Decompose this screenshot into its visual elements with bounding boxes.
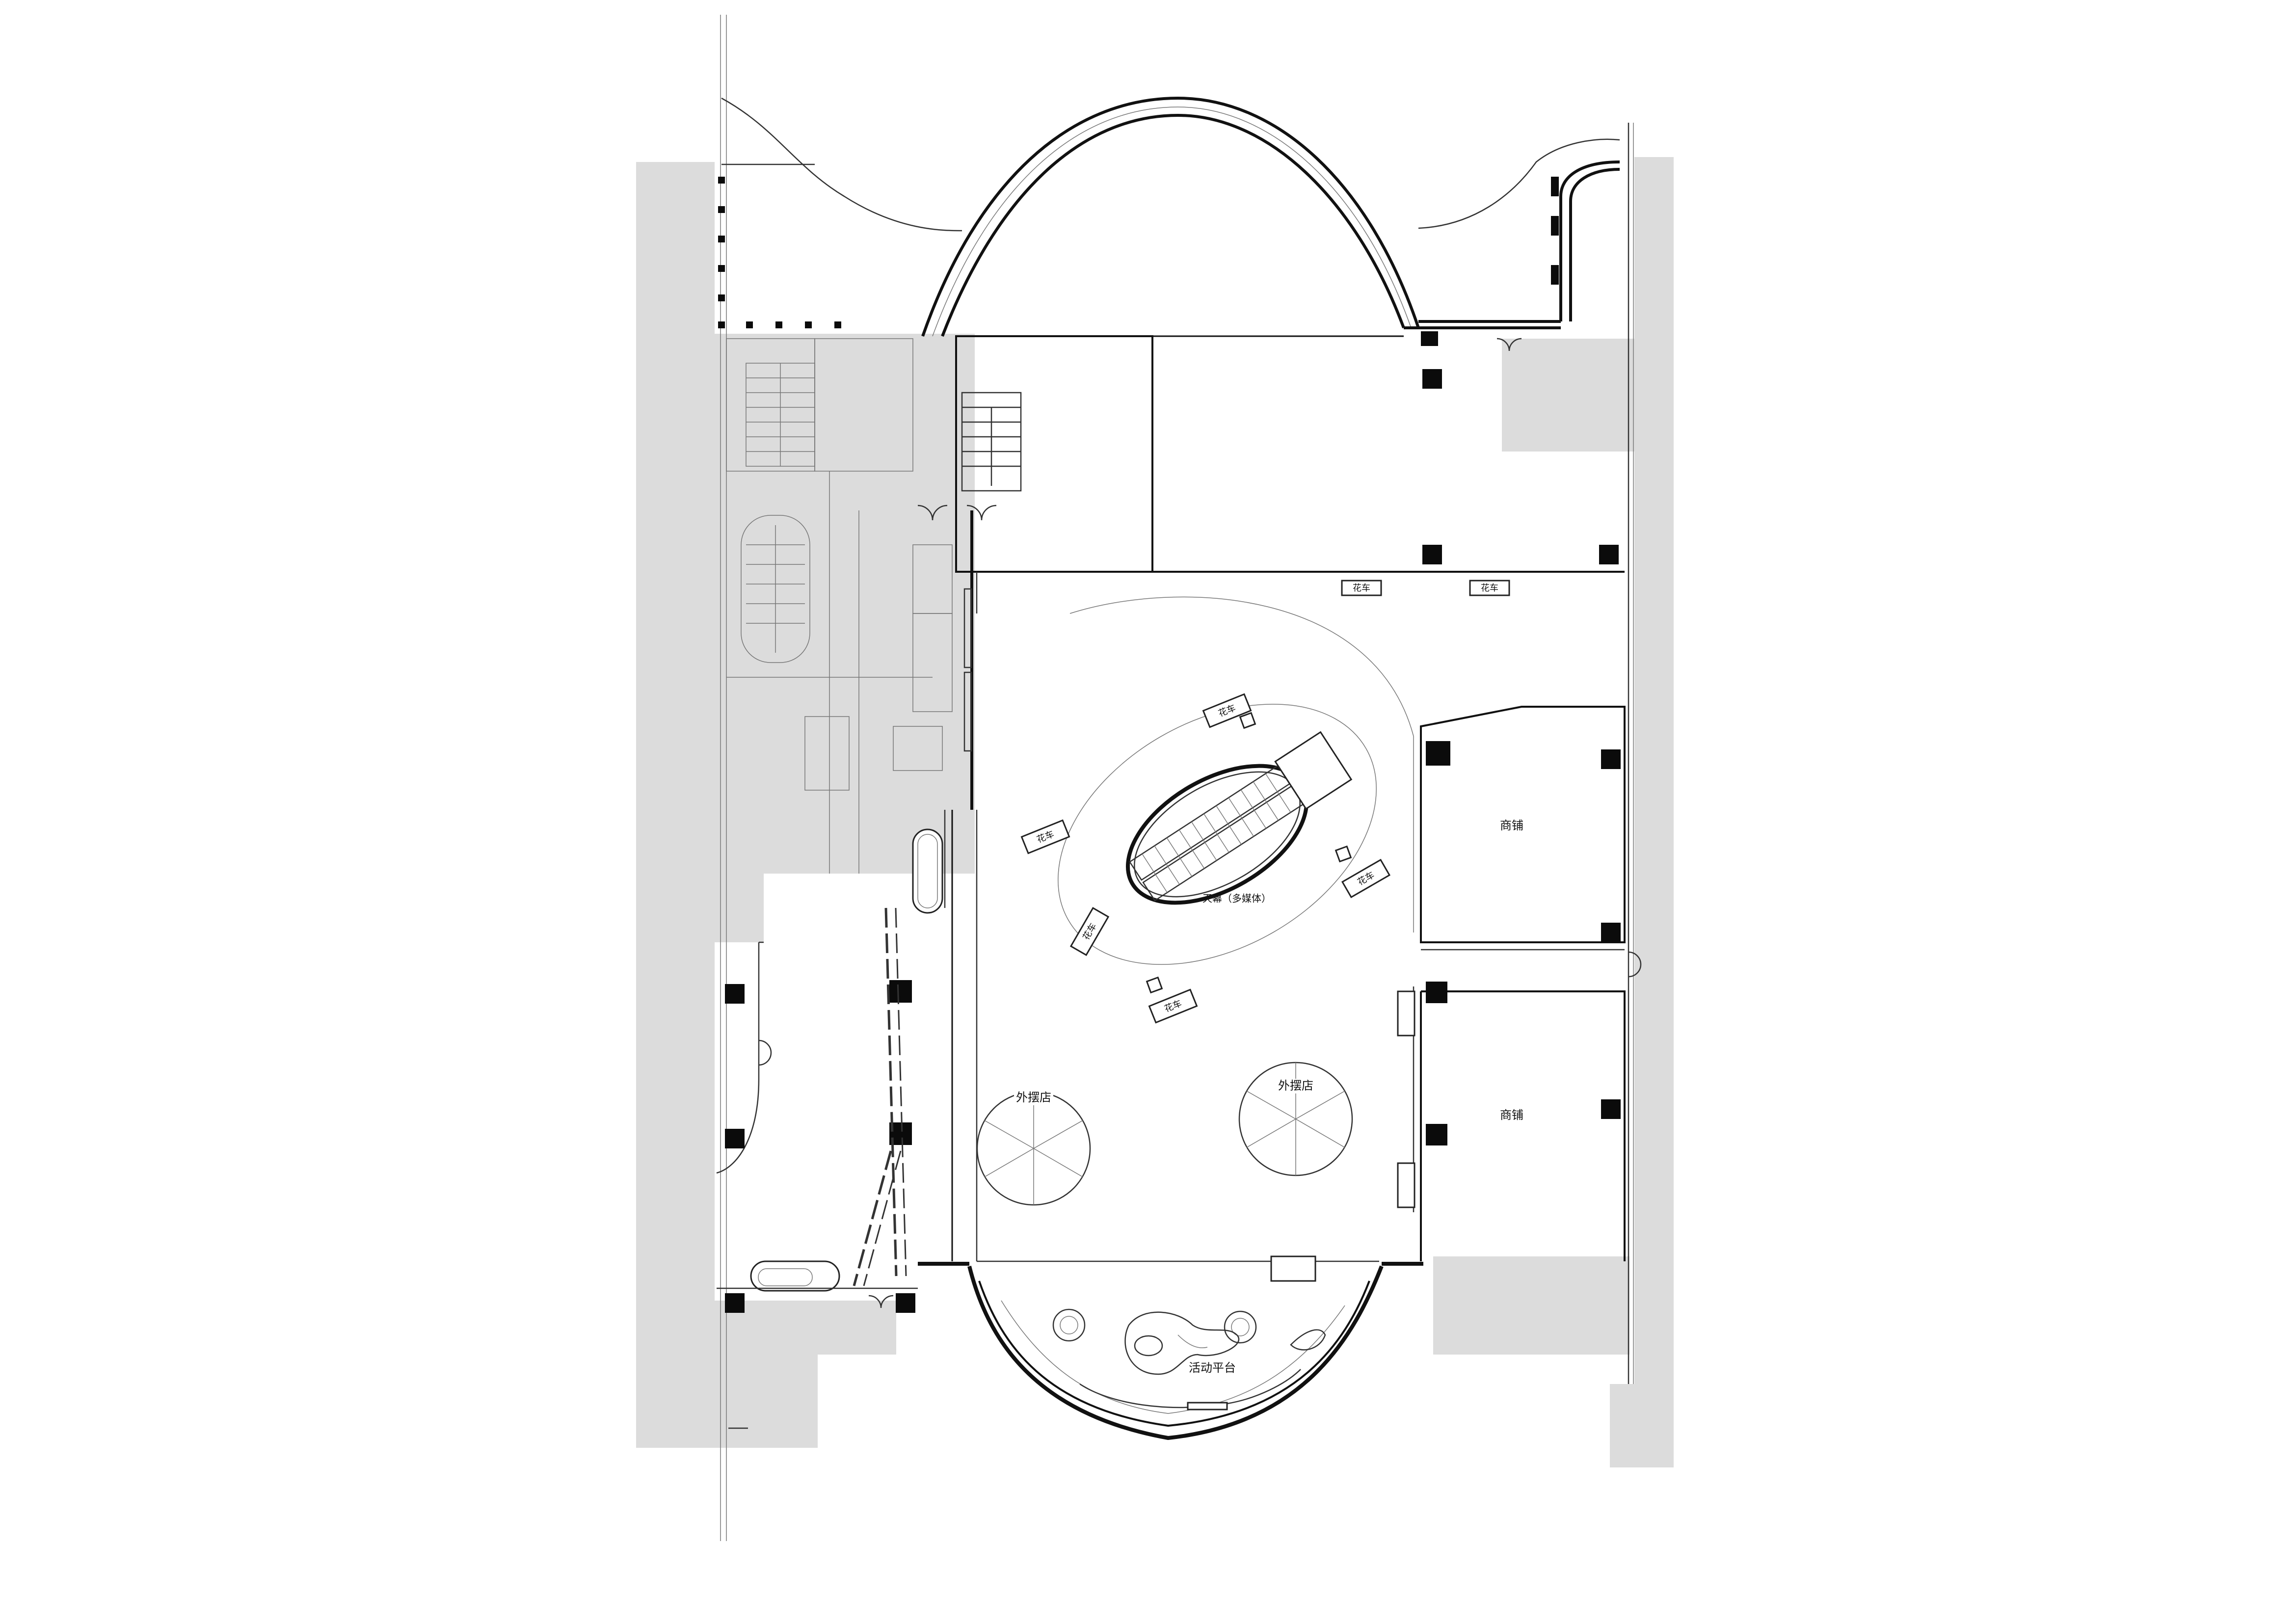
north-landscape-curve bbox=[718, 97, 1620, 328]
flower-carts: 花车 花车 花车 花车 花车 花车 花车 bbox=[1020, 580, 1510, 1024]
south-wall bbox=[918, 1255, 1423, 1282]
central-plaza bbox=[976, 572, 1414, 1261]
bollard-row bbox=[718, 177, 841, 328]
retail-shop-north: 商铺 bbox=[1420, 706, 1626, 951]
outdoor-store-label: 外摆店 bbox=[1016, 1091, 1051, 1104]
flower-cart-ring-2: 花车 bbox=[1020, 819, 1070, 854]
planter-east bbox=[1224, 1310, 1257, 1344]
atrium-label: 天幕（多媒体） bbox=[1202, 893, 1271, 905]
event-platform-label: 活动平台 bbox=[1189, 1361, 1236, 1375]
atrium-void bbox=[1125, 731, 1353, 905]
shaded-areas bbox=[636, 157, 1674, 1467]
ring-kiosks bbox=[1146, 712, 1352, 994]
escalator bbox=[1129, 731, 1353, 902]
flower-cart-ring-3: 花车 bbox=[1069, 906, 1110, 957]
planter-west bbox=[1052, 1308, 1086, 1342]
outdoor-store-label: 外摆店 bbox=[1278, 1079, 1313, 1092]
flower-cart-ring-1: 花车 bbox=[1202, 693, 1252, 728]
west-entrance-wing bbox=[716, 907, 918, 1313]
outdoor-store-east: 外摆店 bbox=[1238, 1062, 1353, 1176]
event-platform: 活动平台 bbox=[967, 1265, 1384, 1440]
retail-shop-south: 商铺 bbox=[1397, 951, 1642, 1261]
outdoor-store-west: 外摆店 bbox=[976, 1091, 1091, 1206]
retail-label: 商铺 bbox=[1500, 819, 1523, 832]
north-hall bbox=[1152, 335, 1625, 573]
flower-cart-north-1: 花车 bbox=[1341, 580, 1382, 596]
north-stair-room bbox=[917, 335, 1153, 573]
west-service-core bbox=[726, 338, 953, 874]
retail-label: 商铺 bbox=[1500, 1108, 1523, 1122]
flower-cart-label: 花车 bbox=[1353, 583, 1370, 593]
flower-cart-ring-5: 花车 bbox=[1148, 988, 1198, 1024]
west-wall bbox=[912, 510, 973, 1261]
flower-cart-north-2: 花车 bbox=[1469, 580, 1510, 596]
flower-cart-label: 花车 bbox=[1481, 583, 1498, 593]
flower-cart-ring-4: 花车 bbox=[1341, 858, 1391, 899]
north-arch-facade bbox=[921, 96, 1620, 346]
